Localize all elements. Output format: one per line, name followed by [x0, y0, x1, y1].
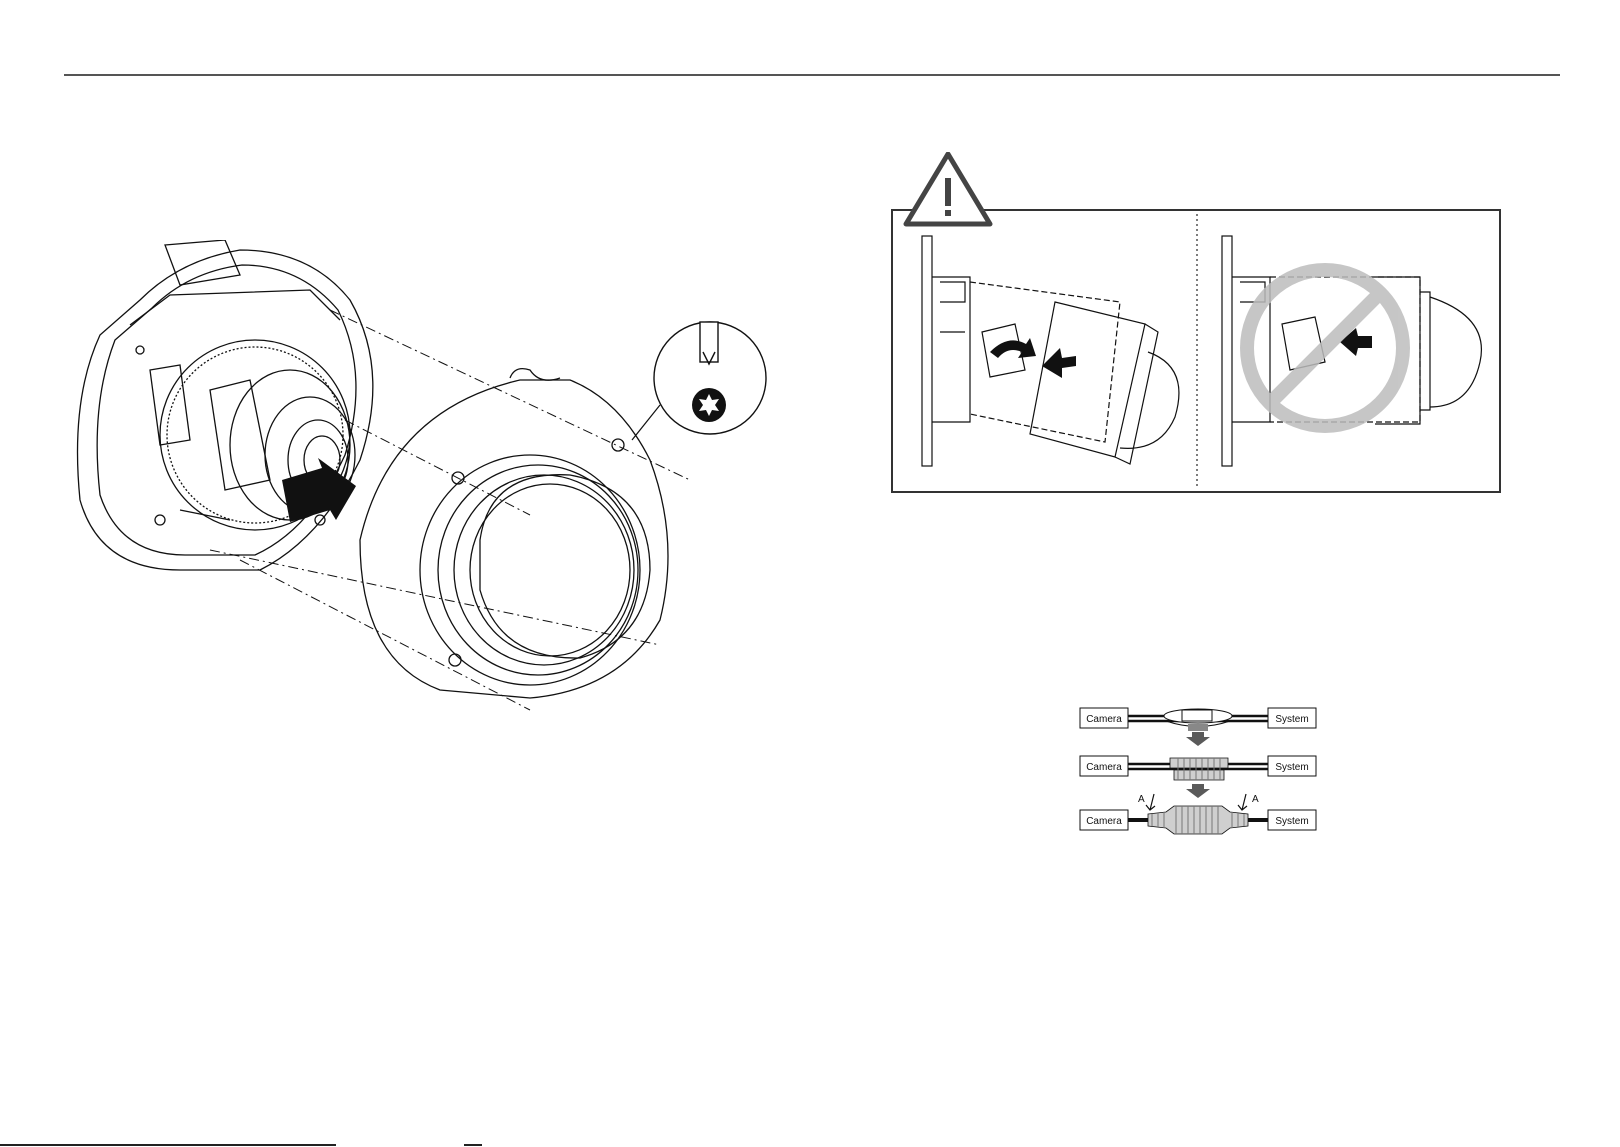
- caution-panel: [890, 152, 1510, 500]
- camera-label: Camera: [1086, 714, 1122, 725]
- system-label: System: [1275, 762, 1308, 773]
- camera-label: Camera: [1086, 762, 1122, 773]
- camera-assembly-drawing: [60, 240, 780, 730]
- marker-a-left: A: [1138, 794, 1145, 805]
- system-label: System: [1275, 816, 1308, 827]
- cable-diagram-drawing: Camera System Camera System: [1078, 706, 1318, 856]
- footer-divider: [0, 1144, 336, 1146]
- cable-waterproof-diagram: Camera System Camera System: [1078, 706, 1318, 856]
- footer-mark: [464, 1144, 482, 1146]
- torx-callout: [632, 322, 766, 440]
- caution-panel-drawing: [890, 152, 1510, 500]
- marker-a-right: A: [1252, 794, 1259, 805]
- cable-row-2: Camera System: [1080, 756, 1316, 780]
- cable-row-3: Camera System A A: [1080, 794, 1316, 834]
- pointer-arrow-icon: [1238, 794, 1247, 810]
- camera-assembly-figure: [60, 240, 780, 730]
- down-arrow-icon: [1186, 784, 1210, 798]
- top-divider: [64, 74, 1560, 76]
- camera-label: Camera: [1086, 816, 1122, 827]
- system-label: System: [1275, 714, 1308, 725]
- down-arrow-icon: [1186, 732, 1210, 746]
- warning-triangle-icon: [906, 154, 990, 224]
- pointer-arrow-icon: [1146, 794, 1155, 810]
- cable-row-1: Camera System: [1080, 708, 1316, 731]
